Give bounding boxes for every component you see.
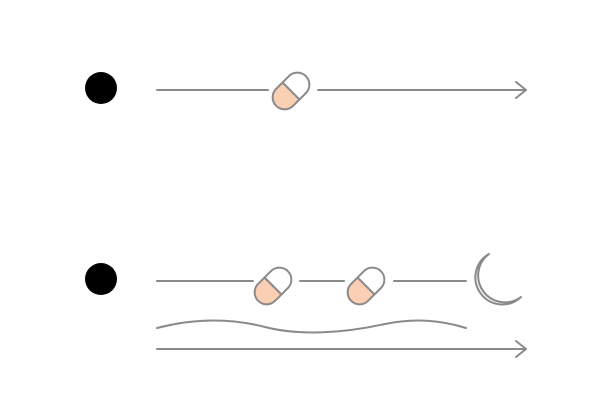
sun-icon [70, 248, 132, 310]
row-2-split-dose [70, 248, 527, 358]
capsule-icon [271, 71, 311, 111]
wave-line [156, 319, 467, 334]
arrow-right-icon [515, 340, 527, 358]
sun-icon [70, 57, 132, 119]
capsule-icon [346, 266, 386, 306]
moon-icon [474, 253, 522, 306]
arrow-right-icon [515, 81, 527, 99]
row-1-morning-dose [70, 57, 527, 119]
capsule-icon [253, 266, 293, 306]
